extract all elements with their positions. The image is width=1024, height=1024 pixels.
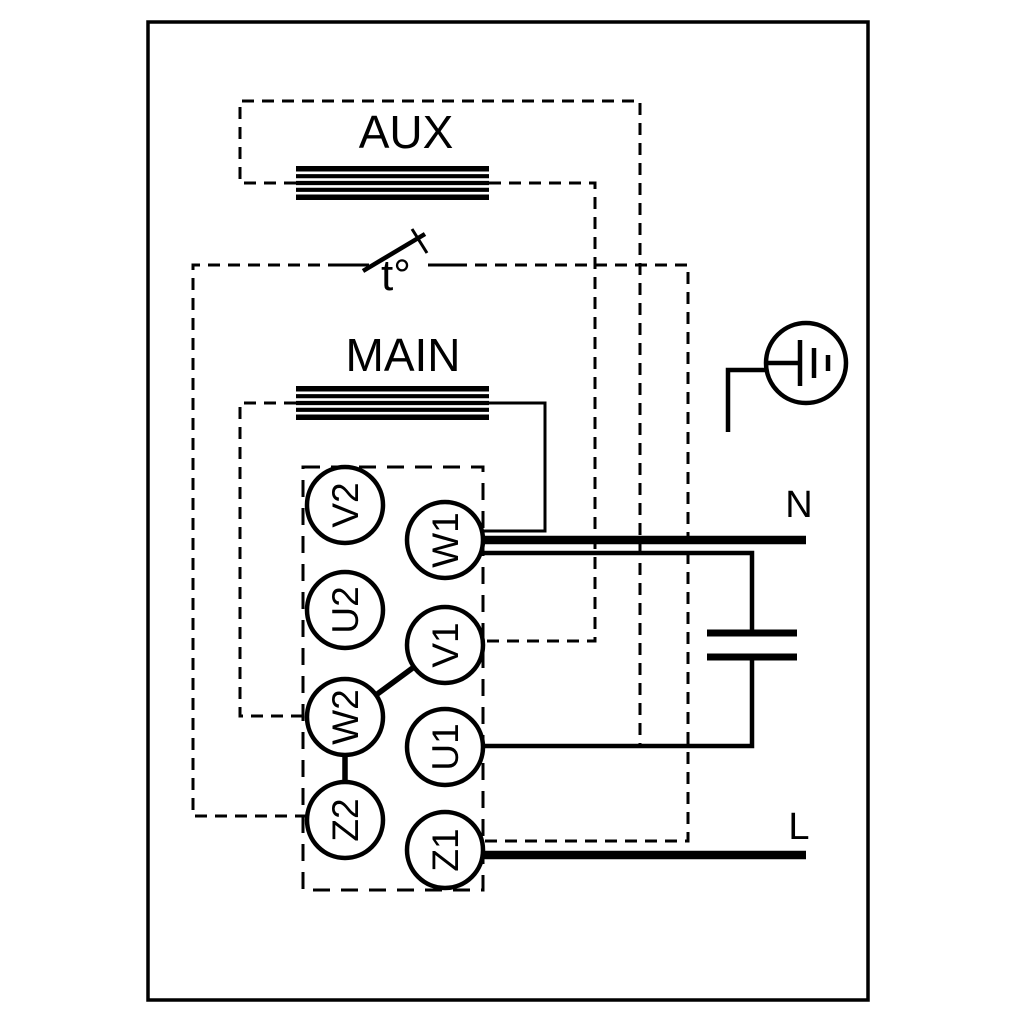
terminal-v2-circle [304,464,386,546]
wire-main-left-to-w2 [238,401,308,718]
aux-winding-coil [296,166,489,200]
terminal-u1: U1 [404,706,486,788]
wire-aux-right-to-v1 [481,181,597,643]
terminal-u1-circle [404,706,486,788]
terminal-z2-label: Z2 [325,798,366,841]
terminal-u2-circle [304,569,386,651]
terminal-w1-circle [404,499,486,581]
main-winding-label: MAIN [346,329,461,381]
aux-winding-coil-stripes [296,171,489,195]
aux-winding-label: AUX [359,106,454,158]
jumper-w2-v1 [374,664,416,698]
wire-switch-left-to-z2 [191,263,340,818]
wire-capacitor-to-u1 [483,659,755,749]
thermal-switch-label: t° [381,251,411,300]
wire-w1-to-capacitor [481,550,755,630]
live-line-label: L [788,806,809,848]
terminal-z1-circle [404,809,486,891]
wire-main-right-to-w1 [481,401,547,533]
neutral-line-label: N [785,484,812,526]
terminal-v1-label: V1 [425,622,466,667]
terminal-z2: Z2 [304,779,386,861]
thermal-switch-contact-tick [410,228,429,254]
main-winding: MAIN [296,329,489,420]
terminal-z1-label: Z1 [425,828,466,871]
terminal-u2: U2 [304,569,386,651]
terminal-v2-label: V2 [325,482,366,527]
terminal-w1-label: W1 [425,512,466,568]
terminal-v1: V1 [404,604,486,686]
aux-winding: AUX [296,106,489,200]
enclosure-frame [146,20,870,1002]
ground-lead [725,367,767,432]
terminal-z2-circle [304,779,386,861]
terminal-v2: V2 [304,464,386,546]
terminal-w2: W2 [304,676,386,758]
thermal-switch: t° [340,228,455,300]
main-winding-coil [296,386,489,420]
main-winding-coil-stripes [296,391,489,415]
terminal-v1-circle [404,604,486,686]
earth-ground-icon [725,320,849,432]
terminal-u2-label: U2 [325,586,366,633]
terminal-block: V2 U2 W2 Z2 W1 V1 U1 Z1 [301,464,486,892]
capacitor [707,629,797,661]
thermal-switch-blade [361,232,427,273]
terminal-u1-label: U1 [425,723,466,770]
ground-circle [763,320,849,406]
terminal-block-outline [301,465,485,892]
terminal-w2-label: W2 [325,689,366,745]
terminal-w1: W1 [404,499,486,581]
terminal-w2-circle [304,676,386,758]
terminal-z1: Z1 [404,809,486,891]
